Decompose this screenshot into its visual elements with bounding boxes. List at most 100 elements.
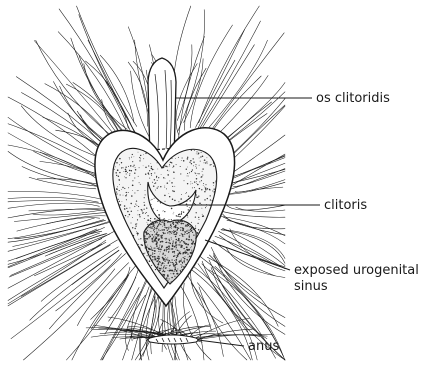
stipple-dot <box>191 240 192 241</box>
stipple-dot <box>139 157 140 158</box>
stipple-dot <box>150 228 151 229</box>
stipple-dot <box>194 187 195 188</box>
stipple-dot <box>118 176 119 177</box>
stipple-dot <box>151 247 152 248</box>
stipple-dot <box>193 158 194 159</box>
stipple-dot <box>151 204 152 205</box>
stipple-dot <box>201 177 202 178</box>
stipple-dot <box>149 236 151 238</box>
stipple-dot <box>186 201 187 202</box>
stipple-dot <box>183 252 185 254</box>
stipple-dot <box>178 157 179 158</box>
stipple-dot <box>120 204 122 206</box>
stipple-dot <box>165 271 166 272</box>
stipple-dot <box>156 245 158 247</box>
stipple-dot <box>187 206 188 207</box>
stipple-dot <box>195 226 196 227</box>
stipple-dot <box>187 183 188 184</box>
stipple-dot <box>207 189 208 190</box>
hair-strand <box>220 216 286 236</box>
stipple-dot <box>183 236 184 237</box>
stipple-dot <box>183 212 184 213</box>
stipple-dot <box>129 157 130 158</box>
stipple-dot <box>171 281 173 283</box>
stipple-dot <box>166 259 167 260</box>
hair-strand <box>190 25 232 128</box>
stipple-dot <box>150 220 151 221</box>
stipple-dot <box>155 236 156 237</box>
stipple-dot <box>154 198 155 199</box>
stipple-dot <box>159 221 161 223</box>
stipple-dot <box>121 162 122 163</box>
stipple-dot <box>165 178 166 179</box>
stipple-dot <box>166 265 167 266</box>
hair-strand <box>49 254 125 329</box>
stipple-dot <box>173 224 174 225</box>
stipple-dot <box>138 206 139 207</box>
stipple-dot <box>153 208 154 209</box>
stipple-dot <box>169 231 170 232</box>
stipple-dot <box>152 259 153 260</box>
stipple-dot <box>172 190 173 191</box>
stipple-dot <box>180 198 182 200</box>
stipple-dot <box>122 187 123 188</box>
stipple-dot <box>171 259 172 260</box>
stipple-dot <box>176 263 178 265</box>
stipple-dot <box>148 233 149 234</box>
stipple-dot <box>140 238 141 239</box>
stipple-dot <box>195 173 196 174</box>
hair-strand <box>199 287 247 360</box>
stipple-dot <box>159 234 160 235</box>
stipple-dot <box>179 216 181 218</box>
stipple-dot <box>194 244 195 245</box>
stipple-dot <box>167 259 168 260</box>
stipple-dot <box>171 248 172 249</box>
stipple-dot <box>189 162 190 163</box>
stipple-dot <box>153 236 154 237</box>
stipple-dot <box>162 262 164 264</box>
stipple-dot <box>173 165 174 166</box>
stipple-dot <box>189 226 190 227</box>
stipple-dot <box>173 242 174 243</box>
stipple-dot <box>164 201 165 202</box>
stipple-dot <box>131 165 132 166</box>
stipple-dot <box>177 250 178 251</box>
stipple-dot <box>179 260 180 261</box>
stipple-dot <box>177 227 179 229</box>
stipple-dot <box>181 213 182 214</box>
stipple-dot <box>121 189 122 190</box>
stipple-dot <box>194 181 195 182</box>
stipple-dot <box>152 169 153 170</box>
stipple-dot <box>193 241 194 242</box>
stipple-dot <box>176 230 177 231</box>
stipple-dot <box>172 251 174 253</box>
stipple-dot <box>192 183 193 184</box>
stipple-dot <box>186 169 187 170</box>
stipple-dot <box>173 191 175 193</box>
stipple-dot <box>156 237 158 239</box>
stipple-dot <box>196 233 197 234</box>
stipple-dot <box>195 216 196 217</box>
stipple-dot <box>190 252 192 254</box>
stipple-dot <box>167 222 168 223</box>
stipple-dot <box>168 193 169 194</box>
stipple-dot <box>154 250 155 251</box>
stipple-dot <box>162 258 163 259</box>
stipple-dot <box>191 150 192 151</box>
stipple-dot <box>177 255 179 257</box>
stipple-dot <box>166 242 167 243</box>
stipple-dot <box>144 218 145 219</box>
stipple-dot <box>156 227 157 228</box>
stipple-dot <box>196 151 197 152</box>
hair-strand <box>8 233 100 264</box>
stipple-dot <box>171 158 172 159</box>
stipple-dot <box>188 209 189 210</box>
stipple-dot <box>199 181 200 182</box>
stipple-dot <box>180 270 181 271</box>
stipple-dot <box>176 270 178 272</box>
stipple-dot <box>187 253 188 254</box>
stipple-dot <box>175 249 176 250</box>
stipple-dot <box>132 154 133 155</box>
stipple-dot <box>157 261 158 262</box>
stipple-dot <box>151 221 152 222</box>
